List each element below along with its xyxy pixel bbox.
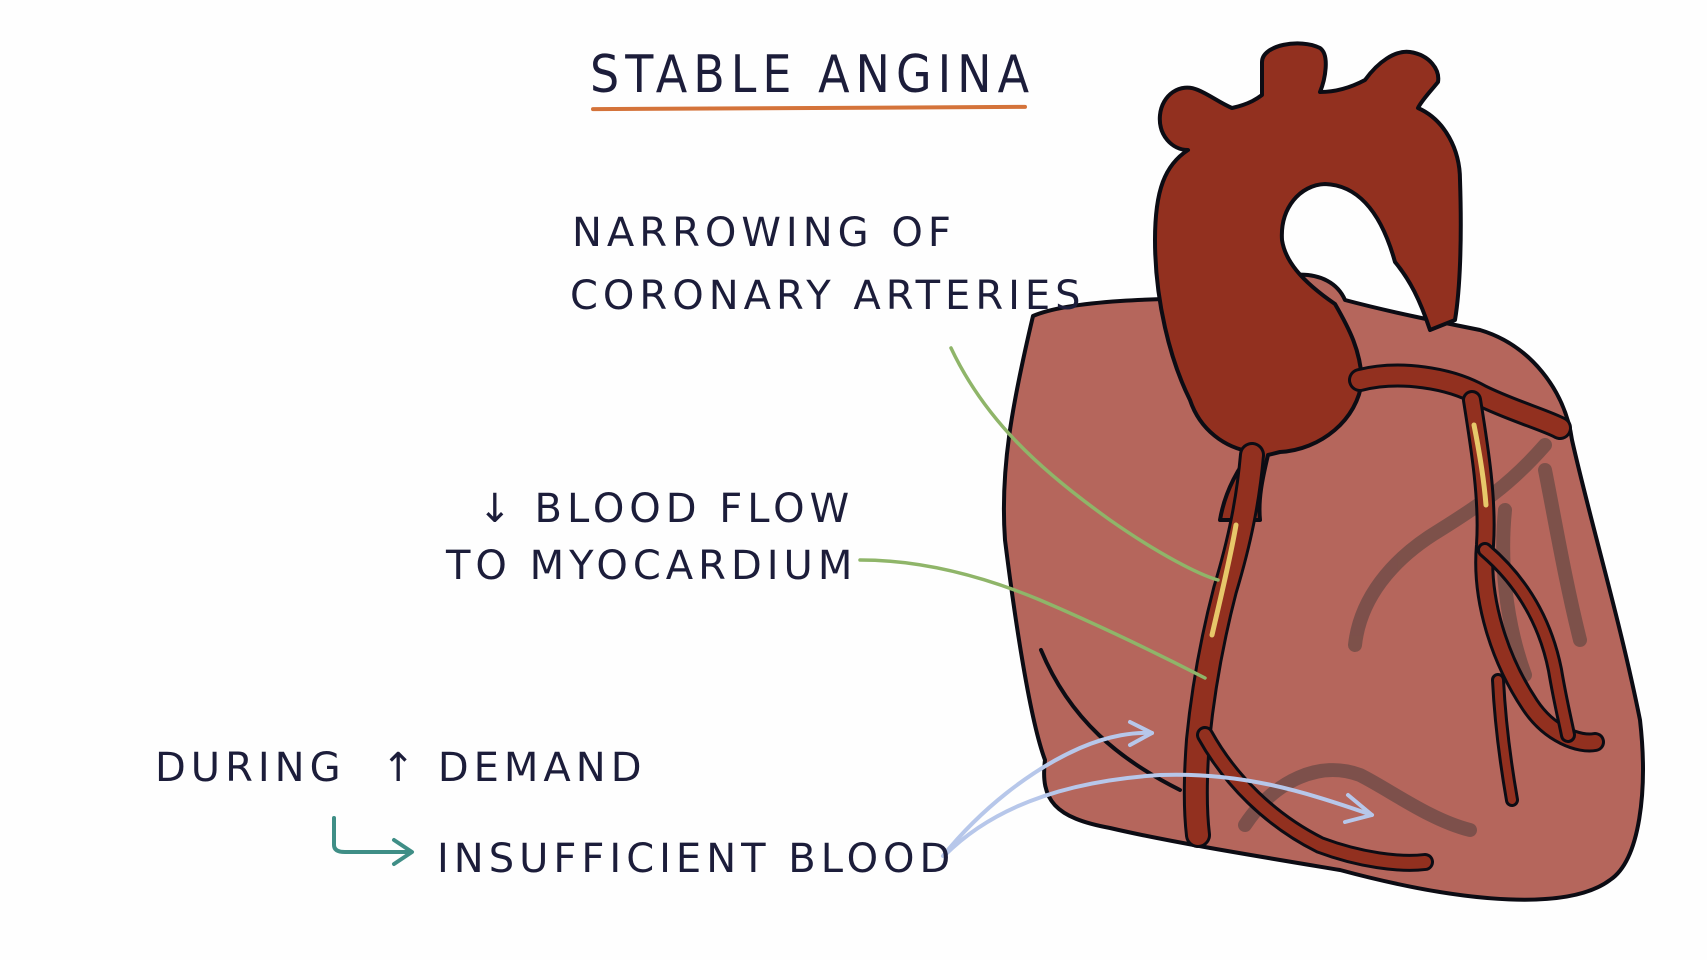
- demand-text: DEMAND: [437, 745, 647, 791]
- page-title: STABLE ANGINA: [590, 44, 1036, 105]
- label-blood-flow-line2: TO MYOCARDIUM: [446, 543, 858, 589]
- label-narrowing-line1: NARROWING OF: [572, 210, 956, 256]
- up-arrow-icon: ↑: [381, 745, 420, 791]
- label-during-demand: DURING ↑ DEMAND: [155, 745, 647, 791]
- teal-arrow: [332, 816, 412, 854]
- plaque-right: [1209, 522, 1239, 638]
- during-text: DURING: [155, 745, 346, 791]
- pointer-insufficient-2: [943, 772, 1374, 857]
- label-blood-flow-line1: ↓ BLOOD FLOW: [478, 486, 854, 532]
- pointer-narrowing: [949, 346, 1220, 582]
- blood-flow-text: BLOOD FLOW: [534, 486, 855, 532]
- pointer-insufficient-1: [941, 730, 1154, 858]
- posterior-vessels: [1238, 438, 1587, 837]
- label-insufficient-blood: INSUFFICIENT BLOOD: [437, 836, 956, 882]
- label-narrowing-line2: CORONARY ARTERIES: [570, 273, 1086, 319]
- chamber-contour: [1039, 648, 1182, 792]
- down-arrow-icon: ↓: [478, 486, 517, 532]
- pointer-blood-flow: [858, 558, 1207, 680]
- plaque-left: [1471, 422, 1489, 508]
